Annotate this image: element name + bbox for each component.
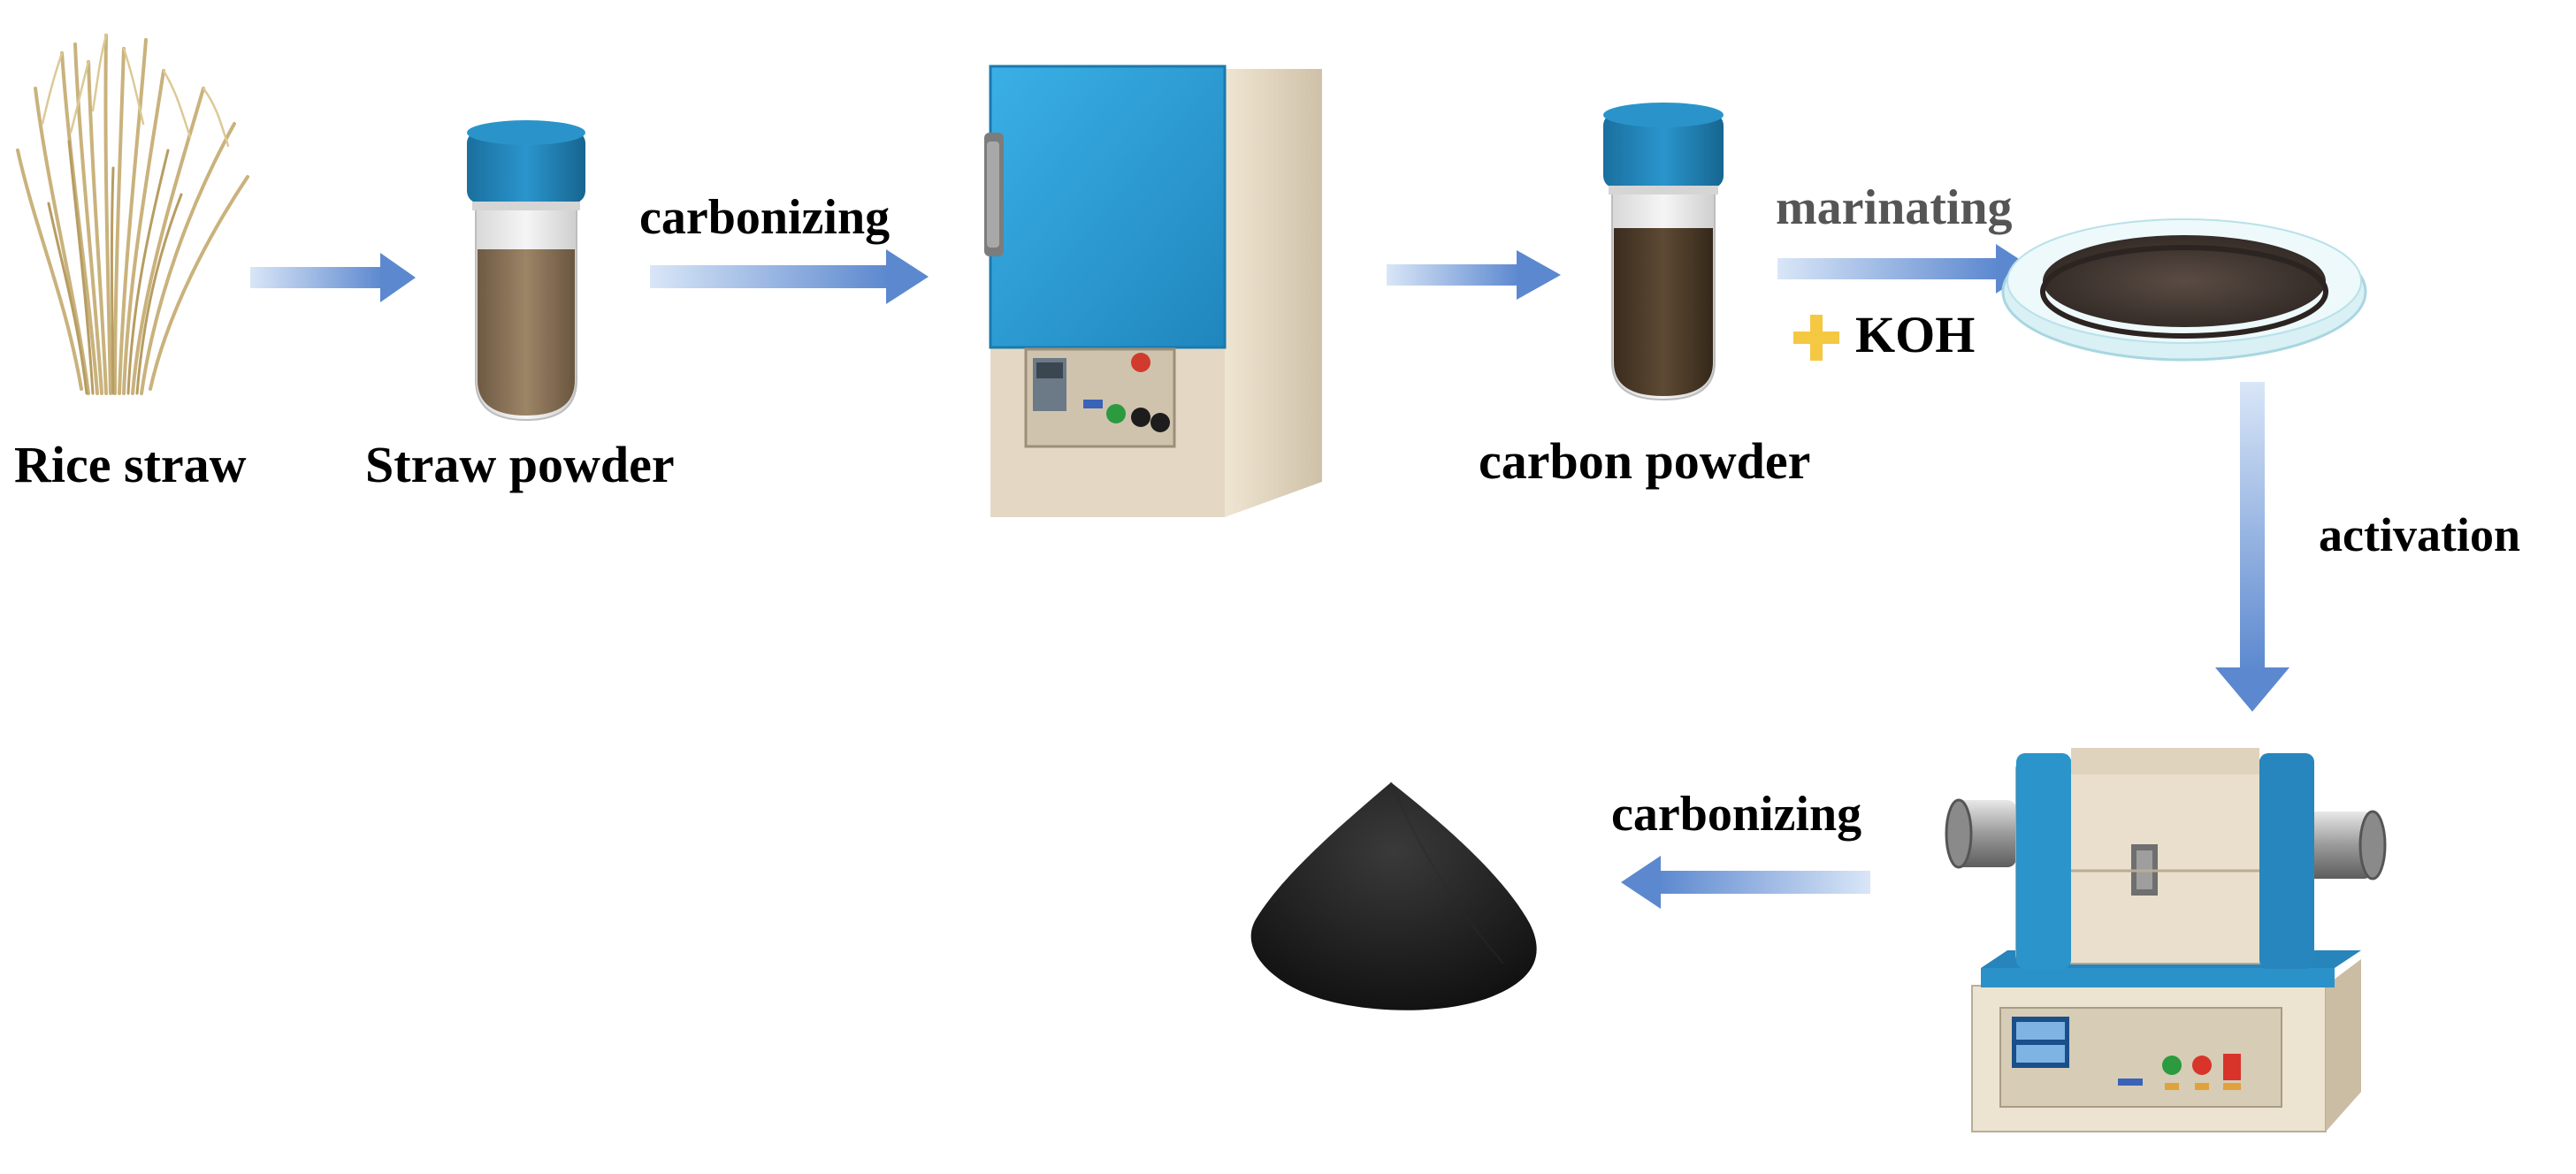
arrow-icon: [1621, 856, 1870, 909]
petri-dish-icon: [2001, 218, 2367, 362]
marinating-label: marinating: [1776, 180, 2013, 235]
muffle-furnace-icon: [984, 65, 1322, 517]
rice-straw-bundle-icon: [16, 34, 249, 395]
activation-label: activation: [2319, 508, 2520, 561]
rice-straw-label: Rice straw: [14, 436, 247, 493]
arrow-icon: [1777, 244, 2034, 294]
carbonizing-label-bottom: carbonizing: [1611, 787, 1862, 842]
plus-icon: [1793, 315, 1839, 361]
arrow-icon: [250, 253, 416, 302]
arrow-icon: [1387, 250, 1561, 300]
vial-icon: [467, 120, 585, 422]
koh-label: KOH: [1855, 306, 1976, 363]
straw-powder-label: Straw powder: [365, 436, 675, 493]
carbon-powder-label: carbon powder: [1479, 432, 1811, 490]
arrow-icon: [650, 249, 929, 304]
tube-furnace-icon: [1945, 748, 2387, 1132]
carbonizing-label-top: carbonizing: [639, 190, 891, 245]
arrow-icon: [2215, 382, 2289, 712]
vial-icon: [1603, 103, 1724, 401]
carbon-pile-icon: [1250, 781, 1537, 1010]
